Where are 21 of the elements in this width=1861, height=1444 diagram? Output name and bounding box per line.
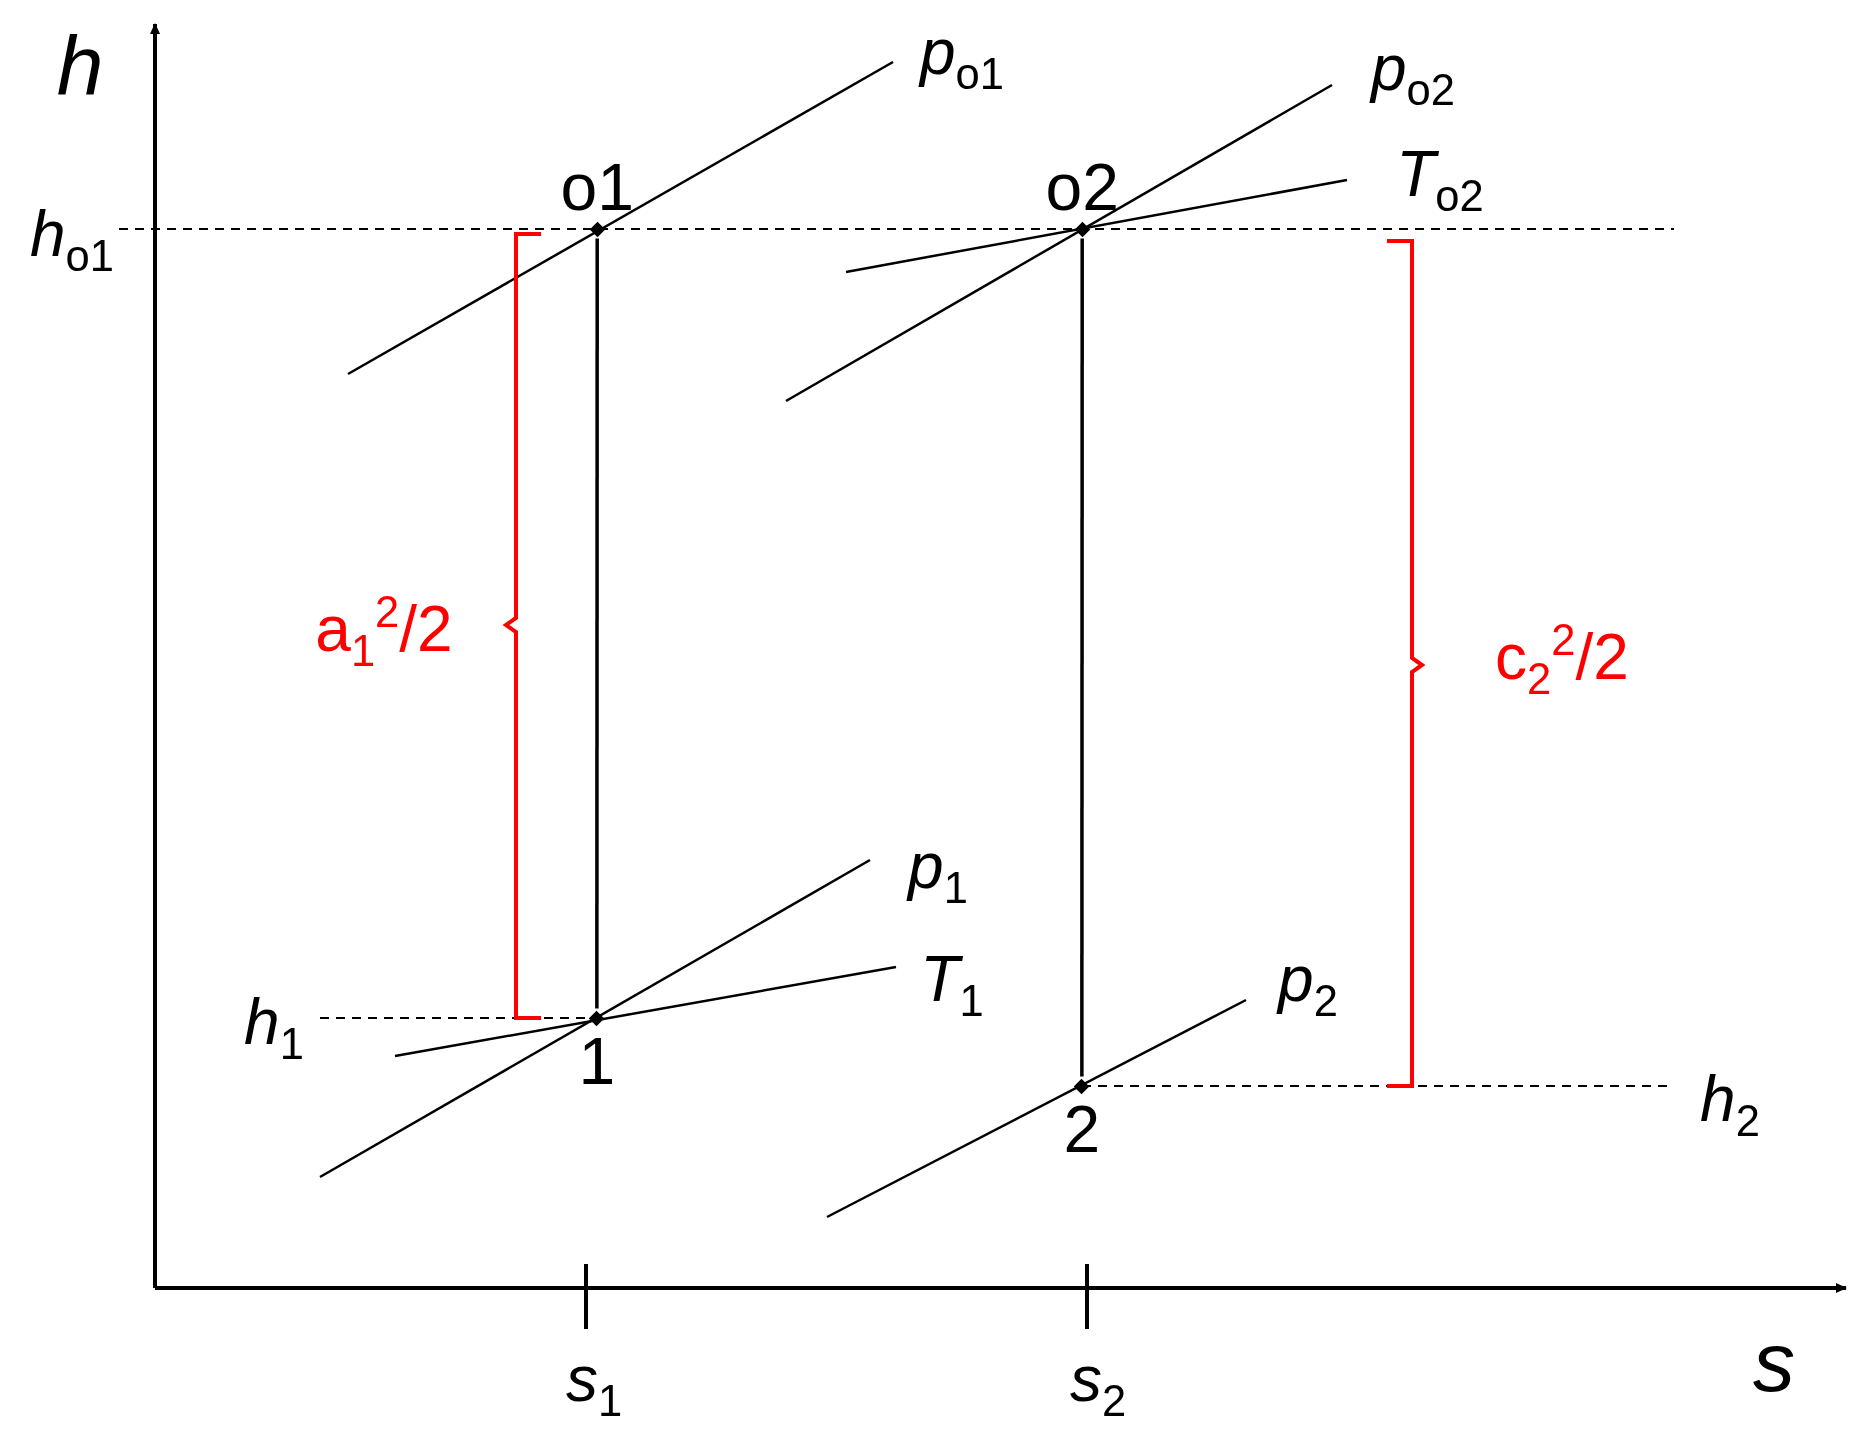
entropy-label: s$_{1}$ <box>565 1346 623 1424</box>
process-line <box>1080 238 1084 1077</box>
enthalpy-label: h$_{2}$ <box>1700 1066 1760 1144</box>
point-label: 2 <box>1063 1095 1101 1162</box>
velocity-term-label: c$_{2}$$^{2}$/2 <box>1495 618 1629 702</box>
isobar-label: p$_{1}$ <box>908 833 968 911</box>
axis-label: h <box>56 24 104 108</box>
velocity-term-label: a$_{1}$$^{2}$/2 <box>315 590 453 674</box>
isotherm-label: T$_{o2}$ <box>1396 141 1484 219</box>
axis-label: s <box>1753 1320 1795 1404</box>
point-label: 1 <box>578 1027 616 1094</box>
point-label: o1 <box>560 153 634 220</box>
point-label: o2 <box>1045 153 1119 220</box>
isobar-label: p$_{2}$ <box>1278 946 1338 1024</box>
isobar-label: p$_{o1}$ <box>920 19 1004 97</box>
isobar-label: p$_{o2}$ <box>1371 35 1455 113</box>
enthalpy-label: h$_{1}$ <box>244 989 304 1067</box>
isotherm-label: T$_{1}$ <box>920 946 984 1024</box>
entropy-label: s$_{2}$ <box>1069 1346 1127 1424</box>
process-line <box>595 238 599 1009</box>
enthalpy-label: h$_{o1}$ <box>30 201 114 279</box>
